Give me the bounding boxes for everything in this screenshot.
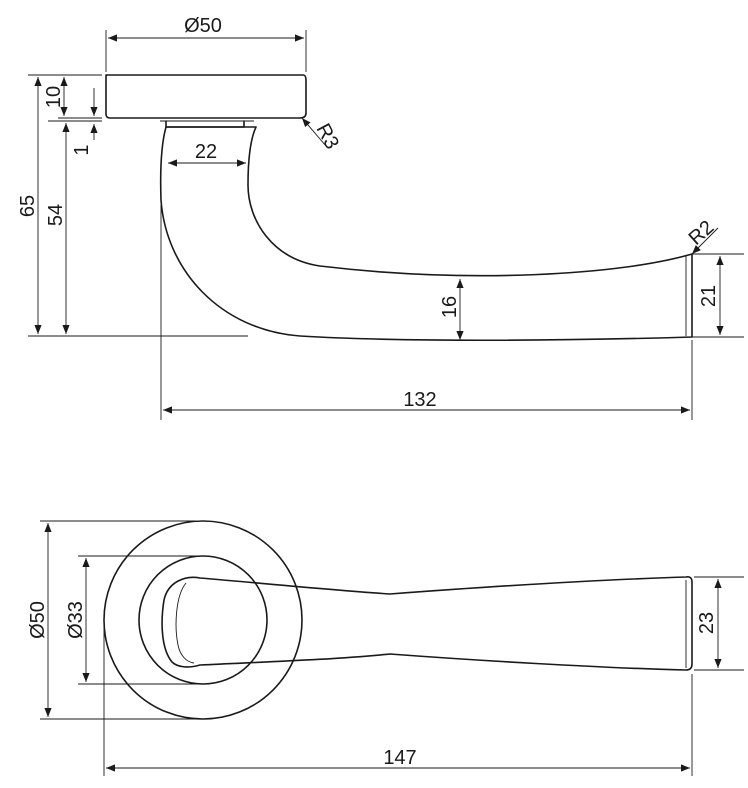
label-rosette-height: 10 (43, 86, 65, 108)
top-rosette-outer (103, 520, 303, 720)
dim-neck-width: 22 (168, 141, 246, 167)
label-gap: 1 (71, 144, 93, 155)
label-tip-radius: R2 (685, 216, 719, 249)
dim-rosette-radius: R3 (301, 117, 343, 153)
top-lever-outline (161, 576, 693, 671)
dim-tip-height: 21 (692, 253, 744, 338)
side-rosette (105, 74, 307, 119)
top-view (103, 520, 693, 720)
side-neck-flange (165, 120, 245, 128)
label-tip-height: 21 (698, 285, 720, 307)
label-tip-width: 23 (696, 612, 718, 634)
label-lever-thickness: 16 (439, 296, 461, 318)
dim-rosette-height: 10 (43, 74, 102, 119)
label-rosette-radius: R3 (312, 120, 343, 153)
dim-top-rosette-inner: Ø33 (65, 555, 200, 685)
dim-overall-length: 147 (103, 625, 693, 776)
dim-lever-thickness: 16 (439, 279, 464, 340)
label-total-height: 65 (17, 195, 39, 217)
dim-side-rosette-diameter: Ø50 (105, 15, 307, 72)
top-lever-inner-edge (175, 582, 195, 664)
dim-tip-radius: R2 (685, 216, 719, 255)
dim-gap: 1 (48, 88, 102, 156)
label-top-rosette-outer: Ø50 (27, 601, 49, 639)
label-overall-length: 147 (383, 747, 416, 769)
dim-tip-width: 23 (694, 576, 744, 671)
dim-axis-height: 54 (45, 123, 70, 334)
top-rosette-inner (138, 555, 268, 685)
dim-total-height: 65 (17, 74, 248, 337)
label-axis-height: 54 (45, 204, 67, 226)
side-view (105, 74, 693, 342)
label-side-rosette-diameter: Ø50 (184, 15, 222, 37)
dim-lever-length: 132 (160, 205, 693, 420)
side-lever-outline (159, 126, 693, 342)
dim-top-rosette-outer: Ø50 (27, 520, 200, 720)
label-top-rosette-inner: Ø33 (65, 601, 87, 639)
label-lever-length: 132 (403, 389, 436, 411)
label-neck-width: 22 (195, 141, 217, 163)
